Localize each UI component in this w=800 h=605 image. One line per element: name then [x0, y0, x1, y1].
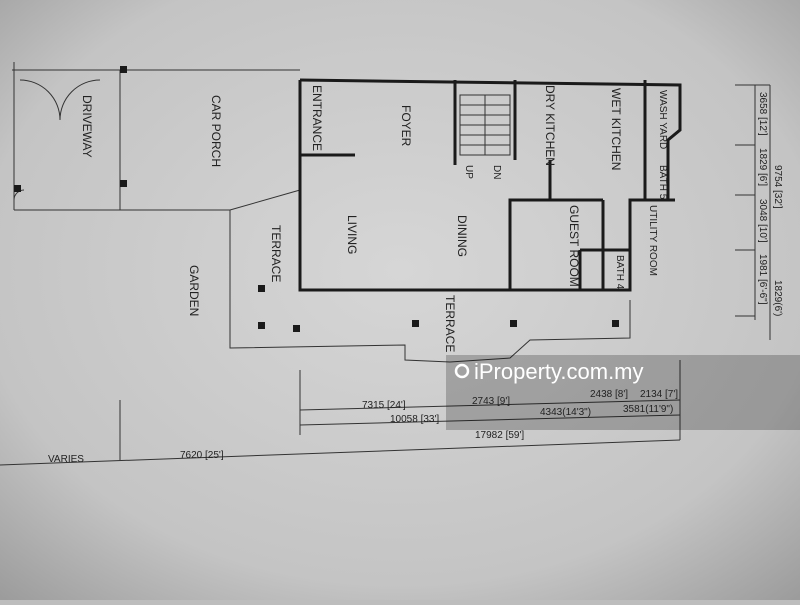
dim-1829: 1829 [6'] — [757, 148, 768, 186]
bottom-dimensions: 7315 [24'] 2743 [9'] 2438 [8'] 2134 [7']… — [48, 389, 678, 465]
dim-2743: 2743 [9'] — [472, 396, 510, 407]
room-labels: DRIVEWAY CAR PORCH ENTRANCE FOYER DRY KI… — [80, 85, 668, 352]
room-guest-room: GUEST ROOM — [567, 205, 581, 287]
room-car-porch: CAR PORCH — [209, 95, 223, 167]
dim-3658: 3658 [12'] — [757, 92, 768, 136]
room-wash-yard: WASH YARD — [657, 90, 668, 149]
room-driveway: DRIVEWAY — [80, 95, 94, 158]
dim-2438: 2438 [8'] — [590, 389, 628, 400]
room-dining: DINING — [455, 215, 469, 257]
columns — [14, 66, 619, 332]
room-foyer: FOYER — [399, 105, 413, 147]
room-dry-kitchen: DRY KITCHEN — [543, 85, 557, 166]
stairs — [459, 94, 511, 156]
watermark-text: iProperty.com.my — [474, 359, 644, 384]
location-pin-icon — [454, 363, 470, 379]
room-terrace-left: TERRACE — [269, 225, 283, 282]
dim-7315: 7315 [24'] — [362, 400, 406, 411]
watermark-band — [446, 355, 800, 430]
room-utility-room: UTILITY ROOM — [647, 205, 658, 276]
right-dimensions: 3658 [12'] 1829 [6'] 3048 [10'] 1981 [6'… — [757, 92, 783, 316]
dim-9754: 9754 [32'] — [772, 165, 783, 209]
dim-2134: 2134 [7'] — [640, 389, 678, 400]
room-garden: GARDEN — [187, 265, 201, 316]
watermark: iProperty.com.my — [454, 359, 644, 384]
stair-dn: DN — [491, 165, 502, 179]
room-bath4: BATH 4 — [614, 255, 625, 290]
dim-7620: 7620 [25'] — [180, 450, 224, 461]
room-terrace-bottom: TERRACE — [443, 295, 457, 352]
walls — [298, 78, 682, 292]
room-living: LIVING — [345, 215, 359, 254]
dim-4343: 4343(14'3") — [540, 407, 591, 418]
right-dim-lines — [735, 84, 771, 340]
room-wet-kitchen: WET KITCHEN — [609, 88, 623, 170]
room-entrance: ENTRANCE — [310, 85, 324, 151]
dim-1981: 1981 [6'-6"] — [757, 254, 768, 305]
stair-up: UP — [463, 165, 474, 179]
dim-10058: 10058 [33'] — [390, 414, 439, 425]
room-bath5: BATH 5 — [657, 165, 668, 200]
dim-1829-6: 1829(6') — [772, 280, 783, 316]
dim-3048: 3048 [10'] — [757, 199, 768, 243]
dim-varies: VARIES — [48, 454, 84, 465]
site-lines — [0, 62, 681, 466]
dim-17982: 17982 [59'] — [475, 430, 524, 441]
dim-3581: 3581(11'9") — [623, 404, 673, 415]
